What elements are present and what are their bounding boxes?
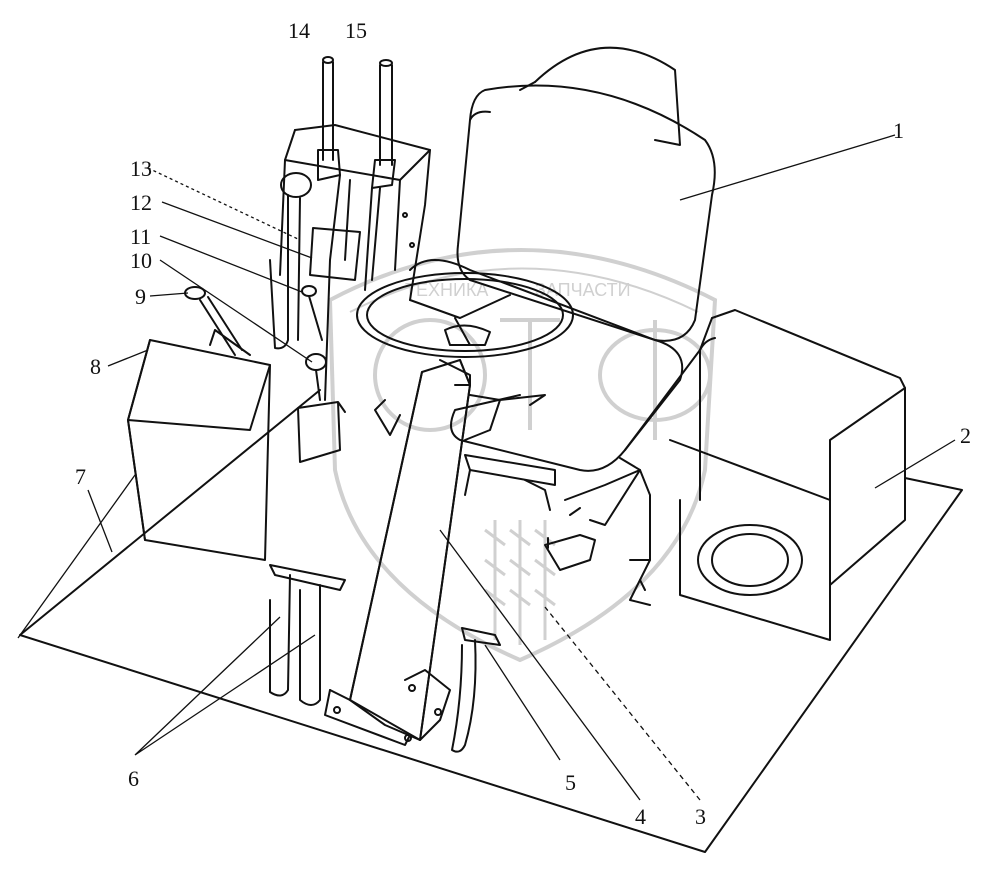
control-tower	[279, 124, 431, 301]
callout-11: 11	[130, 224, 152, 249]
callout-14: 14	[288, 18, 310, 43]
bolt-icon	[402, 212, 408, 218]
brake-pedal	[451, 627, 501, 753]
callout-12: 12	[130, 190, 152, 215]
bolt-icon	[408, 684, 416, 692]
callout-3: 3	[695, 804, 706, 829]
watermark-arc	[349, 267, 699, 313]
clutch-pedals	[269, 564, 346, 706]
watermark-arc-text-left: ТЕХНИКА	[405, 280, 488, 300]
lever-14	[317, 56, 341, 181]
watermark-shield	[327, 248, 718, 663]
callout-9: 9	[135, 284, 146, 309]
callout-10: 10	[130, 248, 152, 273]
callout-8: 8	[90, 354, 101, 379]
wheat-icon	[484, 520, 556, 645]
gear-shift-lever	[269, 172, 312, 350]
lever-15	[371, 59, 396, 189]
pedal-bracket	[464, 454, 556, 511]
callout-7: 7	[75, 464, 86, 489]
hand-throttle-knobs	[301, 285, 327, 401]
steering-column	[324, 359, 546, 746]
steering-wheel	[356, 272, 574, 358]
hand-brake-lever	[184, 286, 243, 356]
battery-box	[669, 309, 906, 641]
lever-linkage	[324, 174, 381, 401]
callout-4: 4	[635, 804, 646, 829]
bolt-icon	[404, 734, 412, 742]
watermark-letter-t	[500, 318, 560, 430]
switch-box	[297, 401, 346, 463]
left-console	[127, 329, 271, 561]
callout-5: 5	[565, 770, 576, 795]
callout-6: 6	[128, 766, 139, 791]
bolt-icon	[434, 708, 442, 716]
lever-plate	[309, 227, 361, 281]
bolt-icon	[409, 242, 415, 248]
seat-backrest	[456, 46, 716, 342]
callout-1: 1	[893, 118, 904, 143]
bolt-icon	[333, 706, 341, 714]
callout-2: 2	[960, 423, 971, 448]
callout-13: 13	[130, 156, 152, 181]
callout-15: 15	[345, 18, 367, 43]
floor-plate	[19, 389, 963, 853]
air-filter-drum	[697, 524, 803, 596]
leader-lines	[17, 134, 956, 801]
watermark-letter-e	[373, 318, 487, 432]
